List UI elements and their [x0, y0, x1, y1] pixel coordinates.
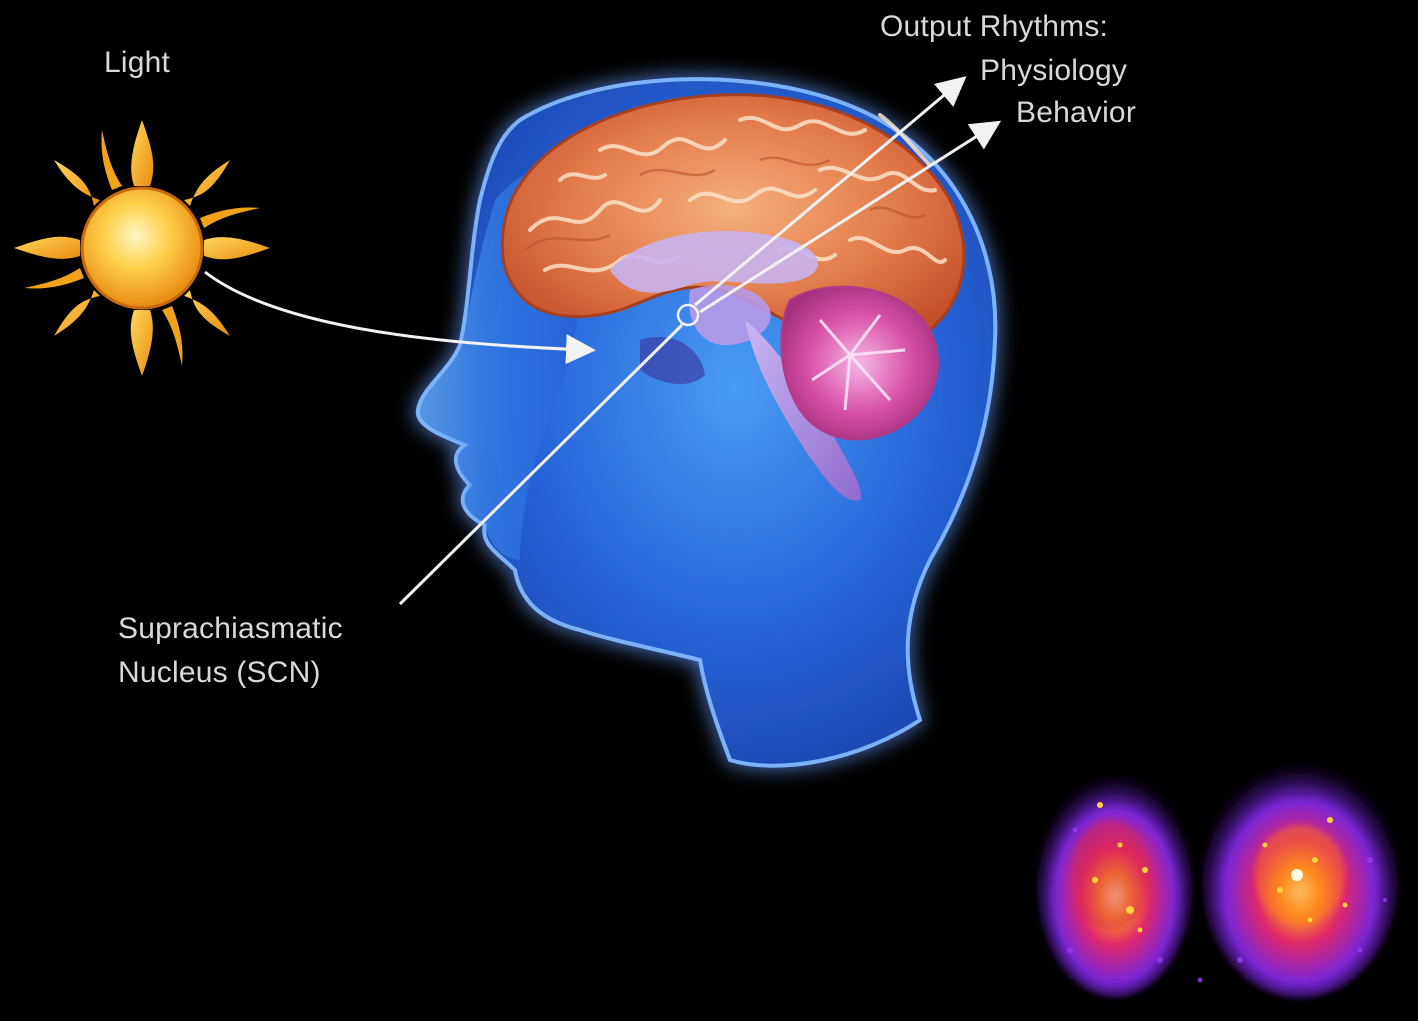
output-rhythms-label: Output Rhythms:: [880, 12, 1108, 42]
physiology-label: Physiology: [980, 56, 1127, 86]
light-label: Light: [104, 48, 170, 78]
sun-icon: [14, 120, 270, 376]
scn-label-line2: Nucleus (SCN): [118, 658, 321, 688]
scn-label-line1: Suprachiasmatic: [118, 614, 343, 644]
scn-fluorescence-image: [1037, 762, 1398, 998]
behavior-label: Behavior: [1016, 98, 1136, 128]
